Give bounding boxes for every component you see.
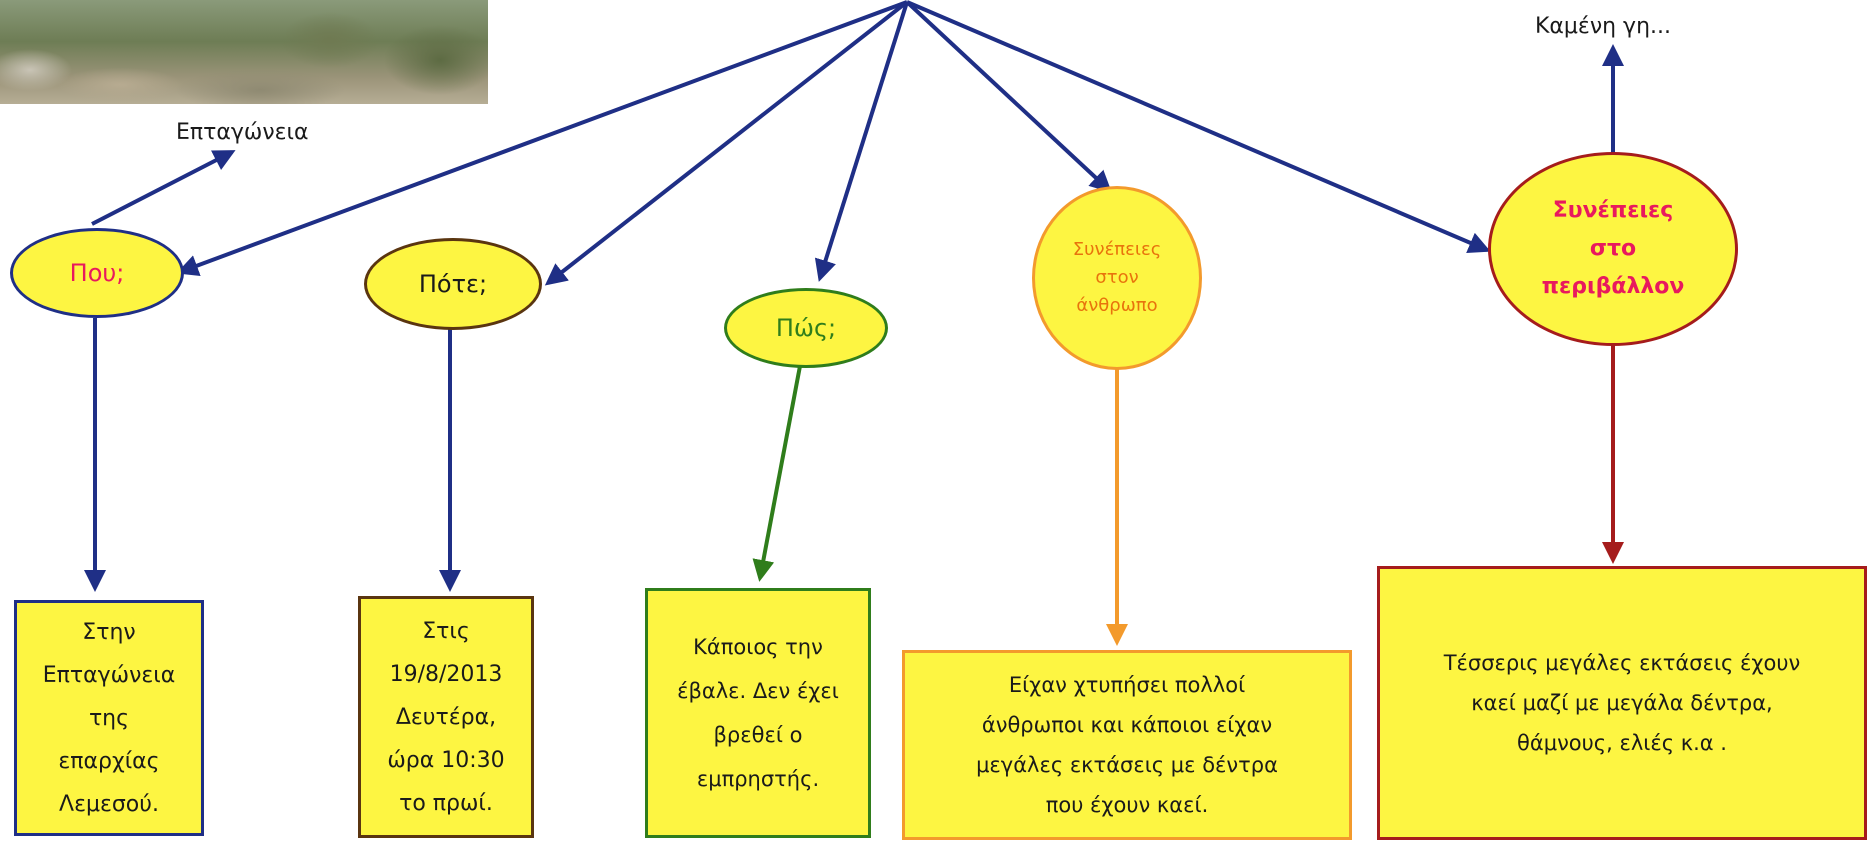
box-where-text: Στην Επταγώνεια της επαρχίας Λεμεσού. <box>42 619 176 817</box>
node-environment-label: Συνέπειες στο περιβάλλον <box>1541 198 1685 299</box>
node-where: Που; <box>10 228 184 318</box>
environment-note-label: Καμένη γη... <box>1535 14 1671 39</box>
node-how-label: Πώς; <box>775 314 837 342</box>
box-when: Στις 19/8/2013 Δευτέρα, ώρα 10:30 το πρω… <box>358 596 534 838</box>
arrow-hub-how <box>814 1 909 282</box>
box-when-text: Στις 19/8/2013 Δευτέρα, ώρα 10:30 το πρω… <box>387 618 505 816</box>
node-when: Πότε; <box>364 238 542 330</box>
fire-area-photo <box>0 0 488 104</box>
box-environment-text: Τέσσερις μεγάλες εκτάσεις έχουν καεί μαζ… <box>1443 651 1801 755</box>
node-when-label: Πότε; <box>418 270 488 298</box>
box-environment: Τέσσερις μεγάλες εκτάσεις έχουν καεί μαζ… <box>1377 566 1867 840</box>
box-how-text: Κάποιος την έβαλε. Δεν έχει βρεθεί ο εμπ… <box>677 635 839 791</box>
arrow-how-box <box>752 365 802 582</box>
node-human: Συνέπειες στον άνθρωπο <box>1032 186 1202 370</box>
arrow-hub-when <box>544 0 909 286</box>
where-note-label: Επταγώνεια <box>176 120 309 145</box>
box-how: Κάποιος την έβαλε. Δεν έχει βρεθεί ο εμπ… <box>645 588 871 838</box>
node-environment: Συνέπειες στο περιβάλλον <box>1488 152 1738 346</box>
node-where-label: Που; <box>69 259 125 287</box>
node-human-label: Συνέπειες στον άνθρωπο <box>1072 239 1162 316</box>
box-where: Στην Επταγώνεια της επαρχίας Λεμεσού. <box>14 600 204 836</box>
arrow-hub-environment <box>906 0 1491 254</box>
arrow-where-note <box>91 150 236 226</box>
arrow-hub-human <box>905 0 1112 193</box>
node-how: Πώς; <box>724 288 888 368</box>
arrow-hub-where <box>176 0 908 277</box>
box-human: Είχαν χτυπήσει πολλοί άνθρωποι και κάποι… <box>902 650 1352 840</box>
box-human-text: Είχαν χτυπήσει πολλοί άνθρωποι και κάποι… <box>976 673 1278 817</box>
